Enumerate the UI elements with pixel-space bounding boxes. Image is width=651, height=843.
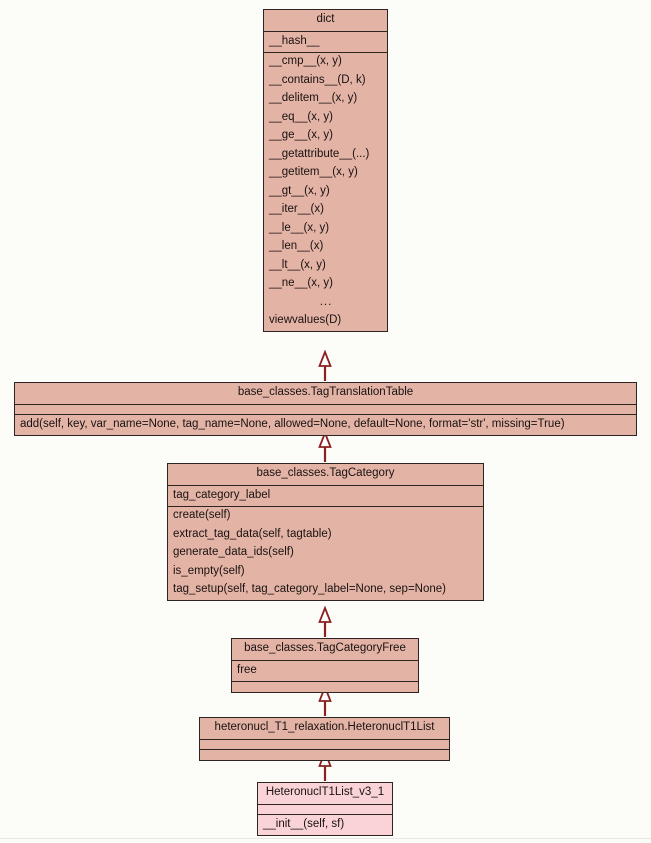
class-box-heteronucl-t1-list-v3-1[interactable]: HeteronuclT1List_v3_1 __init__(self, sf) (257, 782, 393, 836)
class-box-heteronucl-t1-list[interactable]: heteronucl_T1_relaxation.HeteronuclT1Lis… (199, 717, 450, 761)
attributes-compartment-empty (258, 805, 392, 815)
attributes-compartment: free (232, 661, 418, 682)
class-name-compartment: dict (264, 10, 387, 32)
method-row: __eq__(x, y) (269, 110, 333, 123)
methods-compartment-empty (232, 682, 418, 692)
method-row: __init__(self, sf) (263, 817, 345, 830)
method-row: tag_setup(self, tag_category_label=None,… (173, 583, 446, 595)
method-row: generate_data_ids(self) (173, 546, 294, 558)
attribute-row: free (237, 663, 257, 676)
method-row: __delitem__(x, y) (269, 92, 358, 104)
edge-tagcategory-to-tagtranslationtable (318, 430, 332, 462)
class-name-compartment: heteronucl_T1_relaxation.HeteronuclT1Lis… (200, 718, 449, 740)
class-title: base_classes.TagTranslationTable (237, 386, 414, 398)
method-row: __len__(x) (269, 240, 324, 252)
class-box-tag-category-free[interactable]: base_classes.TagCategoryFree free (231, 638, 419, 693)
method-row: __contains__(D, k) (269, 73, 366, 86)
edge-tagtranslationtable-to-dict (318, 349, 332, 381)
attribute-row: tag_category_label (173, 488, 271, 501)
attributes-compartment-empty (15, 405, 636, 415)
class-name-compartment: base_classes.TagTranslationTable (15, 383, 636, 405)
method-row: __lt__(x, y) (269, 258, 326, 271)
method-row: __iter__(x) (269, 203, 324, 215)
method-row: __ge__(x, y) (269, 129, 333, 141)
class-name-compartment: HeteronuclT1List_v3_1 (258, 783, 392, 805)
method-row: __gt__(x, y) (269, 184, 330, 197)
class-title: base_classes.TagCategory (256, 467, 395, 479)
methods-compartment: add(self, key, var_name=None, tag_name=N… (15, 415, 636, 436)
method-row: extract_tag_data(self, tagtable) (173, 527, 332, 540)
class-name-compartment: base_classes.TagCategory (168, 464, 483, 486)
attributes-compartment: __hash__ (264, 32, 387, 53)
method-row-ellipsis: ... (319, 295, 333, 308)
methods-compartment: __cmp__(x, y) __contains__(D, k) __delit… (264, 53, 387, 331)
class-box-dict[interactable]: dict __hash__ __cmp__(x, y) __contains__… (263, 9, 388, 332)
method-row: __le__(x, y) (269, 221, 330, 234)
methods-compartment: create(self) extract_tag_data(self, tagt… (168, 507, 483, 600)
methods-compartment-empty (200, 750, 449, 760)
class-title: base_classes.TagCategoryFree (244, 642, 406, 654)
method-row: viewvalues(D) (269, 314, 342, 326)
methods-compartment: __init__(self, sf) (258, 815, 392, 836)
class-title: dict (316, 13, 335, 25)
class-title: HeteronuclT1List_v3_1 (265, 786, 385, 798)
attributes-compartment-empty (200, 740, 449, 750)
attributes-compartment: tag_category_label (168, 486, 483, 507)
method-row: add(self, key, var_name=None, tag_name=N… (20, 417, 565, 430)
attribute-row: __hash__ (269, 34, 320, 47)
class-name-compartment: base_classes.TagCategoryFree (232, 639, 418, 661)
class-box-tag-category[interactable]: base_classes.TagCategory tag_category_la… (167, 463, 484, 601)
method-row: __getitem__(x, y) (269, 166, 358, 178)
method-row: create(self) (173, 509, 231, 521)
method-row: __cmp__(x, y) (269, 55, 342, 67)
method-row: is_empty(self) (173, 564, 245, 577)
class-box-tag-translation-table[interactable]: base_classes.TagTranslationTable add(sel… (14, 382, 637, 436)
method-row: __getattribute__(...) (269, 147, 370, 160)
method-row: __ne__(x, y) (269, 277, 333, 289)
edge-tagcategoryfree-to-tagcategory (318, 605, 332, 637)
page-bottom-divider (0, 838, 651, 839)
class-title: heteronucl_T1_relaxation.HeteronuclT1Lis… (214, 721, 435, 733)
